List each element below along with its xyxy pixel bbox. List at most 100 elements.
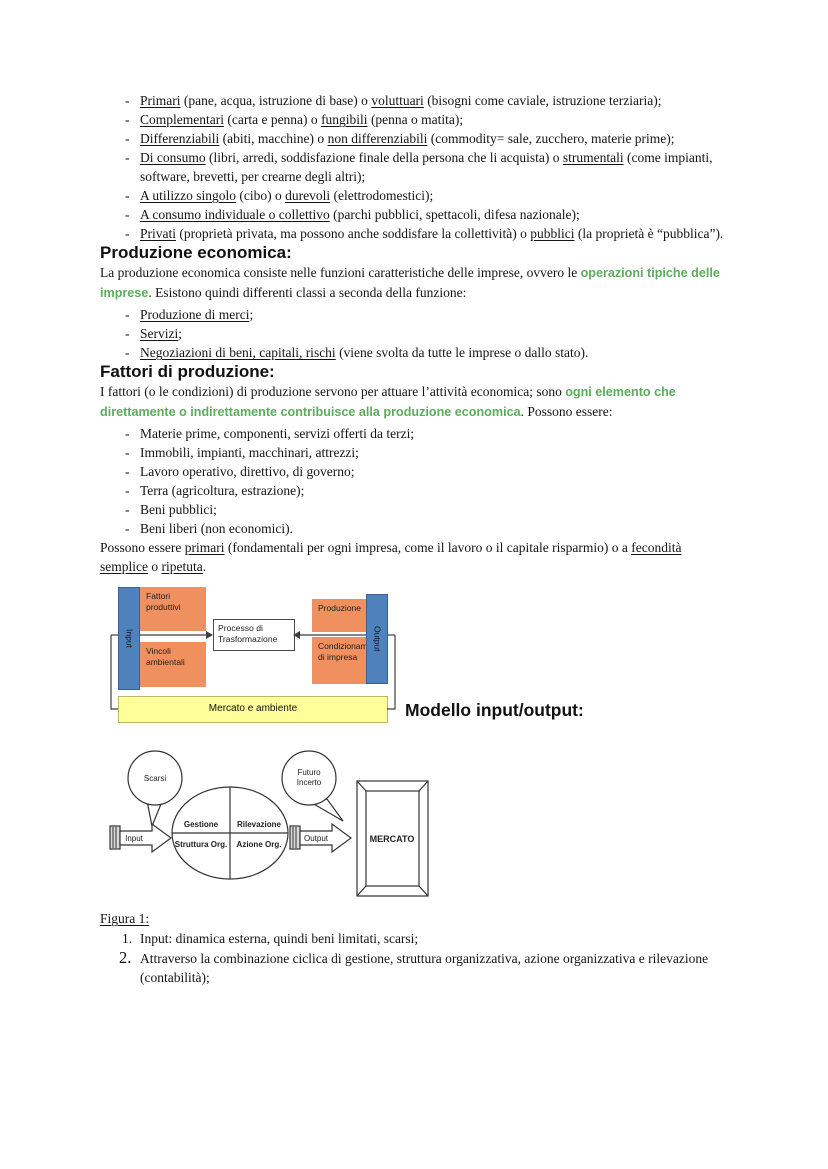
- list-item: -Di consumo (libri, arredi, soddisfazion…: [100, 148, 732, 186]
- dash-marker: -: [125, 207, 130, 222]
- paragraph-fattori-2: Possono essere primari (fondamentali per…: [100, 538, 732, 576]
- frame-corner-bl: [356, 885, 367, 897]
- dash-marker: -: [125, 307, 130, 322]
- text-segment: (abiti, macchine) o: [219, 131, 328, 146]
- text-segment: . Possono essere:: [520, 404, 613, 419]
- input-pipe-icon: [109, 825, 121, 850]
- fattori-produttivi-box: Fattori produttivi: [140, 587, 206, 631]
- text-segment: (elettrodomestici);: [330, 188, 434, 203]
- dash-marker: -: [125, 483, 130, 498]
- input-output-diagram-row: Input Fattori produttivi Vincoli ambient…: [100, 584, 732, 736]
- dash-marker: -: [125, 345, 130, 360]
- input-block-arrow: [119, 822, 173, 854]
- produzione-list: -Produzione di merci;-Servizi;-Negoziazi…: [100, 305, 732, 362]
- number-marker: 1.: [122, 931, 133, 946]
- text-segment: Immobili, impianti, macchinari, attrezzi…: [140, 445, 359, 460]
- scarsi-bubble: [127, 750, 183, 806]
- condizionamenti-box: Condizionam. di impresa: [312, 637, 372, 684]
- number-marker: 2.: [119, 948, 132, 967]
- figure-caption: Figura 1:: [100, 911, 150, 926]
- text-segment: (la proprietà è “pubblica”).: [574, 226, 724, 241]
- text-segment: durevoli: [285, 188, 331, 203]
- text-segment: Complementari: [140, 112, 224, 127]
- dash-marker: -: [125, 112, 130, 127]
- dash-marker: -: [125, 150, 130, 165]
- numbered-list-item: 1. Input: dinamica esterna, quindi beni l…: [100, 929, 732, 948]
- document-content: -Primari (pane, acqua, istruzione di bas…: [100, 91, 732, 987]
- dash-marker: -: [125, 131, 130, 146]
- futuro-bubble: [281, 750, 337, 806]
- list-item: -A consumo individuale o collettivo (par…: [100, 205, 732, 224]
- text-segment: Materie prime, componenti, servizi offer…: [140, 426, 415, 441]
- list-item: -Negoziazioni di beni, capitali, rischi …: [100, 343, 732, 362]
- numbered-list-item: 2.Attraverso la combinazione ciclica di …: [100, 948, 732, 987]
- list-item: -Lavoro operativo, direttivo, di governo…: [100, 462, 732, 481]
- text-segment: ripetuta: [161, 559, 203, 574]
- list-item: -Differenziabili (abiti, macchine) o non…: [100, 129, 732, 148]
- text-segment: (fondamentali per ogni impresa, come il …: [224, 540, 632, 555]
- text-segment: operazioni tipiche delle imprese: [100, 266, 720, 300]
- text-segment: A utilizzo singolo: [140, 188, 236, 203]
- dash-marker: -: [125, 226, 130, 241]
- list-item: -Materie prime, componenti, servizi offe…: [100, 424, 732, 443]
- dash-marker: -: [125, 93, 130, 108]
- input-arrow-label: Input: [125, 834, 144, 843]
- text-segment: Primari: [140, 93, 181, 108]
- section-heading-fattori-produzione: Fattori di produzione:: [100, 362, 275, 381]
- output-bar-label: Output: [372, 626, 383, 652]
- section-heading-produzione-economica: Produzione economica:: [100, 243, 292, 262]
- text-segment: (commodity= sale, zucchero, materie prim…: [427, 131, 675, 146]
- gestione-label: Gestione: [184, 820, 219, 829]
- azione-org-label: Azione Org.: [237, 840, 282, 849]
- text-segment: fecondità semplice: [100, 540, 682, 574]
- text-segment: ogni elemento che direttamente o indiret…: [100, 385, 676, 419]
- output-pipe-icon: [289, 825, 301, 850]
- text-segment: Possono essere: [100, 540, 185, 555]
- text-segment: ;: [249, 307, 254, 322]
- text-segment: Terra (agricoltura, estrazione);: [140, 483, 305, 498]
- paragraph-produzione: La produzione economica consiste nelle f…: [100, 263, 732, 303]
- mercato-label: MERCATO: [370, 834, 415, 844]
- output-block-arrow: [299, 822, 353, 854]
- text-segment: voluttuari: [371, 93, 424, 108]
- futuro-label-line2: Incerto: [297, 778, 322, 787]
- list-item: -Servizi;: [100, 324, 732, 343]
- rilevazione-label: Rilevazione: [237, 820, 282, 829]
- text-segment: (carta e penna) o: [223, 112, 322, 127]
- dash-marker: -: [125, 426, 130, 441]
- text-segment: primari: [184, 540, 225, 555]
- text-segment: (libri, arredi, soddisfazione finale del…: [205, 150, 563, 165]
- text-segment: La produzione economica consiste nelle f…: [100, 265, 581, 280]
- section-heading-modello-input-output: Modello input/output:: [405, 700, 584, 720]
- list-item: -A utilizzo singolo (cibo) o durevoli (e…: [100, 186, 732, 205]
- text-segment: Negoziazioni di beni, capitali, rischi: [140, 345, 336, 360]
- text-segment: ;: [178, 326, 183, 341]
- arrowhead-into-process-left: [206, 631, 213, 639]
- mercato-ambiente-bar: Mercato e ambiente: [118, 696, 388, 723]
- paragraph-fattori: I fattori (o le condizioni) di produzion…: [100, 382, 732, 422]
- output-arrow-label: Output: [304, 834, 329, 843]
- processo-trasformazione-box: Processo di Trasformazione: [213, 619, 295, 651]
- text-segment: Beni pubblici;: [140, 502, 217, 517]
- struttura-org-label: Struttura Org.: [175, 840, 227, 849]
- frame-corner-tr: [418, 780, 429, 792]
- text-segment: (come impianti, software, brevetti, per …: [140, 150, 713, 184]
- produzione-box: Produzione: [312, 599, 372, 632]
- input-bar: Input: [118, 587, 140, 690]
- figure-notes-list: 1. Input: dinamica esterna, quindi beni l…: [100, 929, 732, 987]
- text-segment: pubblici: [530, 226, 575, 241]
- list-item: -Terra (agricoltura, estrazione);: [100, 481, 732, 500]
- dash-marker: -: [125, 521, 130, 536]
- text-segment: I fattori (o le condizioni) di produzion…: [100, 384, 566, 399]
- scarsi-label: Scarsi: [144, 774, 166, 783]
- frame-corner-br: [418, 885, 429, 897]
- text-segment: Input: dinamica esterna, quindi beni lim…: [140, 931, 419, 946]
- dash-marker: -: [125, 445, 130, 460]
- text-segment: .: [202, 559, 207, 574]
- text-segment: Produzione di merci: [140, 307, 250, 322]
- text-segment: strumentali: [562, 150, 624, 165]
- dash-marker: -: [125, 188, 130, 203]
- mercato-frame-inner: [365, 790, 420, 887]
- text-segment: (parchi pubblici, spettacoli, difesa naz…: [329, 207, 580, 222]
